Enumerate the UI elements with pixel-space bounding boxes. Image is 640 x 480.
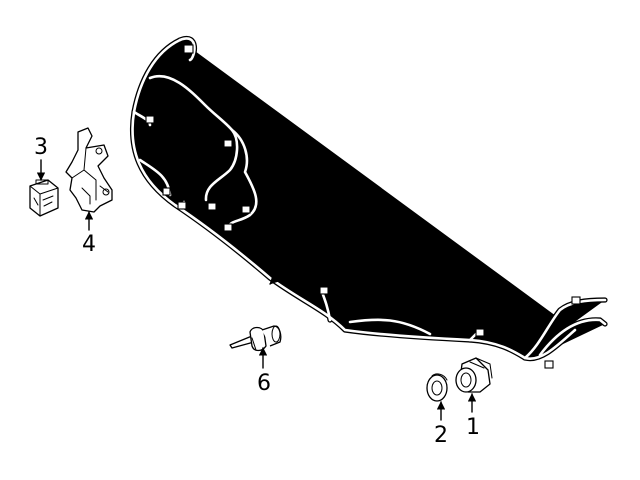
harness-connector [145,115,155,124]
harness-connector [571,296,581,305]
harness-connector [241,205,251,214]
harness-connector [162,187,171,196]
retainer-ring-part [426,373,448,402]
callout-6: 6 [257,371,271,396]
harness-connector [223,223,233,232]
callout-4: 4 [82,232,96,257]
harness-connector [319,286,329,295]
harness-connector [223,139,233,148]
callout-1: 1 [466,415,480,440]
callout-2: 2 [434,423,448,448]
wiring-harness [133,38,605,369]
sensor-clip-part [29,179,59,217]
harness-connector [475,328,485,337]
harness-connector [207,202,217,211]
leader-line-5 [269,269,285,285]
mounting-bracket-part [65,127,113,213]
callout-3: 3 [34,135,48,160]
callout-5: 5 [283,249,297,274]
harness-connector [177,201,187,210]
harness-connector [183,44,194,54]
grommet-part [229,325,282,352]
park-sensor-part [455,357,493,393]
harness-connector [544,360,554,369]
